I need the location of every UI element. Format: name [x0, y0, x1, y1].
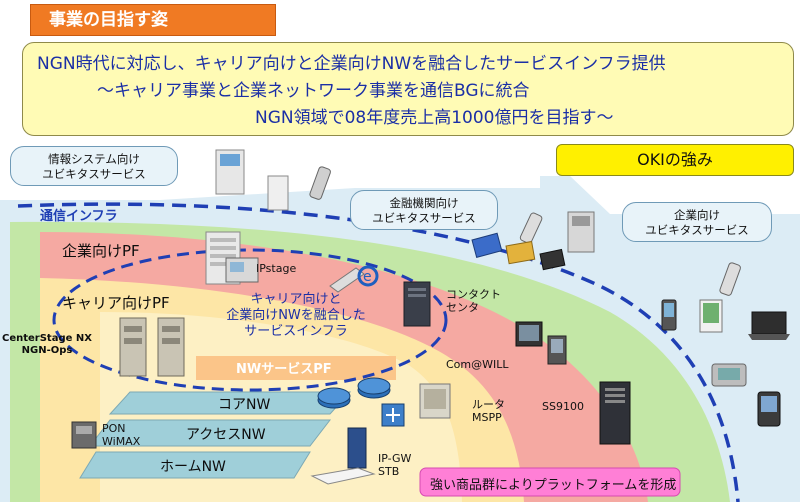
card-icon: [505, 240, 536, 265]
handset-icon: [329, 267, 365, 293]
contact-center-line-1: コンタクト: [446, 288, 501, 301]
core-nw-panel: [108, 391, 352, 415]
router-icon: [317, 387, 351, 409]
home-nw-panel: [79, 451, 311, 479]
pda-icon: [547, 335, 567, 365]
ie-browser-icon: e: [357, 265, 379, 287]
mobile-phone-icon: [519, 212, 543, 244]
fusion-line-3: サービスインフラ: [244, 324, 348, 339]
pon-wimax-label: PON WiMAX: [102, 422, 140, 448]
enterprise-line-2: ユビキタスサービス: [645, 223, 749, 237]
enterprise-pf-label: 企業向けPF: [62, 242, 140, 260]
ipstage-label: IPstage: [256, 262, 297, 275]
mission-box: NGN時代に対応し、キャリア向けと企業向けNWを融合したサービスインフラ提供 ～…: [22, 42, 794, 136]
nw-service-pf-label: NWサービスPF: [236, 362, 332, 377]
mspp-device-icon: [419, 383, 451, 419]
pda-icon: [757, 391, 781, 427]
fusion-text: キャリア向けと 企業向けNWを融合した サービスインフラ: [196, 292, 396, 340]
mobile-phone-icon: [719, 262, 741, 296]
carrier-pf-label: キャリア向けPF: [62, 294, 170, 312]
router-icon: [357, 377, 391, 399]
oki-strength-label: OKIの強み: [556, 144, 794, 176]
router-mspp-label: ルータ MSPP: [472, 398, 505, 424]
strong-products-label: 強い商品群によりプラットフォームを形成: [430, 478, 677, 493]
finance-line-1: 金融機関向け: [389, 196, 459, 210]
comwill-label: Com@WILL: [446, 358, 509, 371]
contact-center-line-2: センタ: [446, 301, 479, 314]
ss9100-server-icon: [599, 381, 631, 445]
finance-line-2: ユビキタスサービス: [372, 211, 476, 225]
core-nw-label: コアNW: [218, 397, 271, 413]
contact-center-label: コンタクト センタ: [446, 288, 501, 314]
stb-line: STB: [378, 465, 400, 478]
mission-line-1: NGN時代に対応し、キャリア向けと企業向けNWを融合したサービスインフラ提供: [37, 54, 666, 74]
centerstage-label: CenterStage NX NGN-Ops: [2, 333, 92, 357]
access-nw-label: アクセスNW: [186, 427, 266, 443]
centerstage-line-1: CenterStage NX: [2, 333, 92, 344]
server-icon: [119, 317, 147, 377]
mission-line-2: ～キャリア事業と企業ネットワーク事業を通信BGに統合: [97, 81, 530, 101]
svg-text:e: e: [363, 269, 372, 285]
tablet-icon: [699, 299, 723, 333]
mobile-phone-icon: [309, 166, 331, 200]
laptop-icon: [748, 311, 790, 340]
smartphone-icon: [661, 299, 677, 331]
game-device-icon: [711, 363, 747, 387]
strong-products-bar: [419, 467, 681, 497]
atm-icon: [215, 149, 245, 195]
stb-device-icon: [310, 467, 376, 485]
switch-icon: [381, 403, 405, 427]
ipgw-stb-label: IP-GW STB: [378, 452, 411, 478]
home-nw-label: ホームNW: [160, 459, 226, 475]
info-system-line-1: 情報システム向け: [48, 152, 140, 166]
ipgw-line: IP-GW: [378, 452, 412, 465]
centerstage-line-2: NGN-Ops: [21, 345, 73, 356]
enterprise-line-1: 企業向け: [674, 208, 720, 222]
tower-server-icon: [403, 281, 431, 327]
fusion-line-1: キャリア向けと: [250, 292, 342, 307]
fusion-ellipse: [52, 248, 448, 392]
ss9100-label: SS9100: [542, 400, 584, 413]
ip-phone-icon: [225, 257, 259, 283]
infra-label: 通信インフラ: [40, 209, 118, 224]
pon-line: PON: [102, 422, 126, 435]
info-system-bubble: 情報システム向け ユビキタスサービス: [10, 146, 178, 186]
wimax-line: WiMAX: [102, 435, 141, 448]
ip-gw-device-icon: [347, 427, 367, 469]
router-mspp-line-2: MSPP: [472, 411, 502, 424]
fusion-line-2: 企業向けNWを融合した: [226, 308, 366, 323]
atm-icon: [567, 211, 595, 253]
pon-device-icon: [71, 421, 97, 449]
card-icon: [539, 248, 566, 271]
access-nw-panel: [88, 419, 332, 447]
finance-bubble: 金融機関向け ユビキタスサービス: [350, 190, 498, 230]
card-icon: [471, 232, 503, 258]
router-mspp-line-1: ルータ: [472, 398, 505, 411]
server-icon: [157, 317, 185, 377]
info-system-line-2: ユビキタスサービス: [42, 167, 146, 181]
mission-line-3: NGN領域で08年度売上高1000億円を目指す～: [255, 108, 614, 128]
enterprise-bubble: 企業向け ユビキタスサービス: [622, 202, 772, 242]
kiosk-icon: [267, 175, 289, 211]
title-tab: 事業の目指す姿: [30, 4, 276, 36]
monitor-icon: [515, 321, 543, 347]
